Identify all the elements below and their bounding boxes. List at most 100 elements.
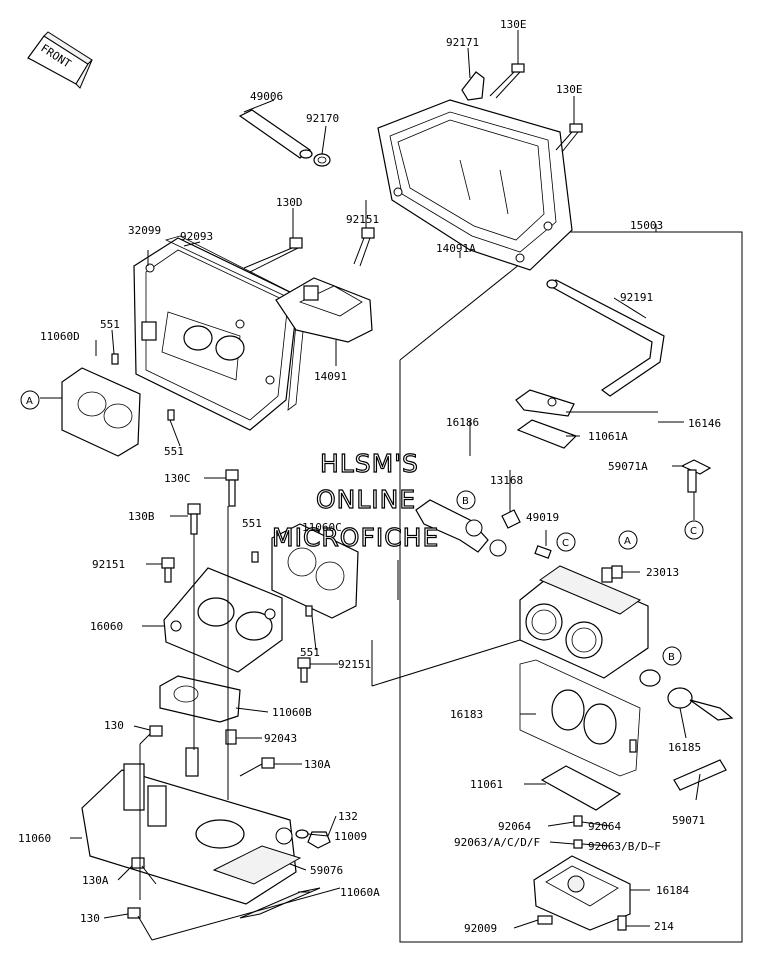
pin-551-a-icon [111,353,119,365]
plate-59076-part [212,845,302,885]
label-551-b: 551 [164,445,184,458]
watermark: HLSM'S ONLINE MICROFICHE [271,448,439,552]
bolt-130-icon [139,725,163,745]
label-11060D: 11060D [40,330,80,343]
label-16060: 16060 [90,620,123,633]
label-11060B: 11060B [272,706,312,719]
part-labels: 130E 92171 130E 49006 92170 130D 15003 3… [18,18,721,935]
callout-B-upper: B [456,490,476,510]
bolt-130B-icon [187,503,201,535]
label-551-d: 551 [300,646,320,659]
pin-92043-icon [225,729,237,745]
bolt-92151-low-icon [297,657,311,683]
label-11060: 11060 [18,832,51,845]
bolt-130-low-icon [127,907,153,941]
callout-A-right: A [618,530,638,550]
label-551-c: 551 [242,517,262,530]
svg-text:B: B [462,496,469,507]
carburetor-body-part [519,565,649,679]
label-92063-l: 92063/A/C/D/F [454,836,540,849]
hose-49006-part [238,109,313,159]
svg-text:ONLINE: ONLINE [316,485,416,514]
label-130: 130 [104,719,124,732]
label-11009: 11009 [334,830,367,843]
svg-text:HLSM'S: HLSM'S [320,449,419,478]
callout-A-left: A [20,390,40,410]
label-49006: 49006 [250,90,283,103]
svg-text:B: B [668,652,675,663]
label-130E-2: 130E [556,83,583,96]
label-14091: 14091 [314,370,347,383]
label-11061A: 11061A [588,430,628,443]
label-130A-low: 130A [82,874,109,887]
label-92191: 92191 [620,291,653,304]
float-bowl-16184-part [533,855,631,931]
label-130D: 130D [276,196,303,209]
label-214: 214 [654,920,674,933]
callout-C-left: C [556,532,576,552]
label-92063-r: 92063/B/D~F [588,840,661,853]
bracket-14091-part [275,277,373,343]
gasket-11060C-part [271,523,359,619]
label-551-a: 551 [100,318,120,331]
label-130E-top: 130E [500,18,527,31]
bolt-130E-2-icon [555,123,583,153]
callout-B-right: B [662,646,682,666]
label-130A: 130A [304,758,331,771]
label-92064-r: 92064 [588,820,621,833]
label-92170: 92170 [306,112,339,125]
bolt-130D-icon [243,237,303,273]
svg-text:A: A [26,396,33,407]
svg-text:MICROFICHE: MICROFICHE [272,523,439,552]
label-92009: 92009 [464,922,497,935]
gasket-11060B-part [159,675,241,723]
ring-11009-icon [295,829,309,839]
bolt-130E-icon [489,63,525,99]
label-92043: 92043 [264,732,297,745]
label-16146: 16146 [688,417,721,430]
svg-text:A: A [624,536,631,547]
gasket-11061A-part [516,419,578,449]
front-arrow-icon: FRONT [27,31,93,89]
manifold-lower-part [81,747,297,905]
label-23013: 23013 [646,566,679,579]
float-16183-part [519,659,641,777]
label-92151-mid: 92151 [92,558,125,571]
callout-C-right: C [684,520,704,540]
svg-text:C: C [562,538,569,549]
label-92064-l: 92064 [498,820,531,833]
pin-551-d-icon [305,605,313,617]
fitting-59071A-part [680,459,712,520]
gasket-11060D-part [61,367,141,457]
air-cleaner-cover-part [133,237,299,431]
label-59076: 59076 [310,864,343,877]
label-15003: 15003 [630,219,663,232]
bolt-92151-top-icon [353,227,375,267]
label-130C: 130C [164,472,191,485]
label-132: 132 [338,810,358,823]
label-59071A: 59071A [608,460,648,473]
label-32099: 32099 [128,224,161,237]
bracket-92171-part [461,71,485,101]
label-130B: 130B [128,510,155,523]
air-cleaner-base-part [377,99,573,271]
bolt-92151-mid-icon [161,557,175,583]
label-92171: 92171 [446,36,479,49]
label-11060C: 11060C [302,521,342,534]
label-92151-low: 92151 [338,658,371,671]
pin-551-c-icon [251,551,259,563]
valve-16185-part [639,669,734,721]
label-16186: 16186 [446,416,479,429]
label-92151-top: 92151 [346,213,379,226]
bolt-130A-low-icon [131,857,157,885]
drain-92009-icon [537,915,553,925]
plate-16146-part [515,389,575,417]
pin-551-b-icon [167,409,175,421]
screw-92064-icon [573,815,583,849]
gasket-11061-part [540,765,622,811]
screw-214-icon [617,915,627,931]
leader-lines [40,30,701,941]
intake-16060-part [163,567,283,673]
clamp-92170-part [313,153,331,167]
